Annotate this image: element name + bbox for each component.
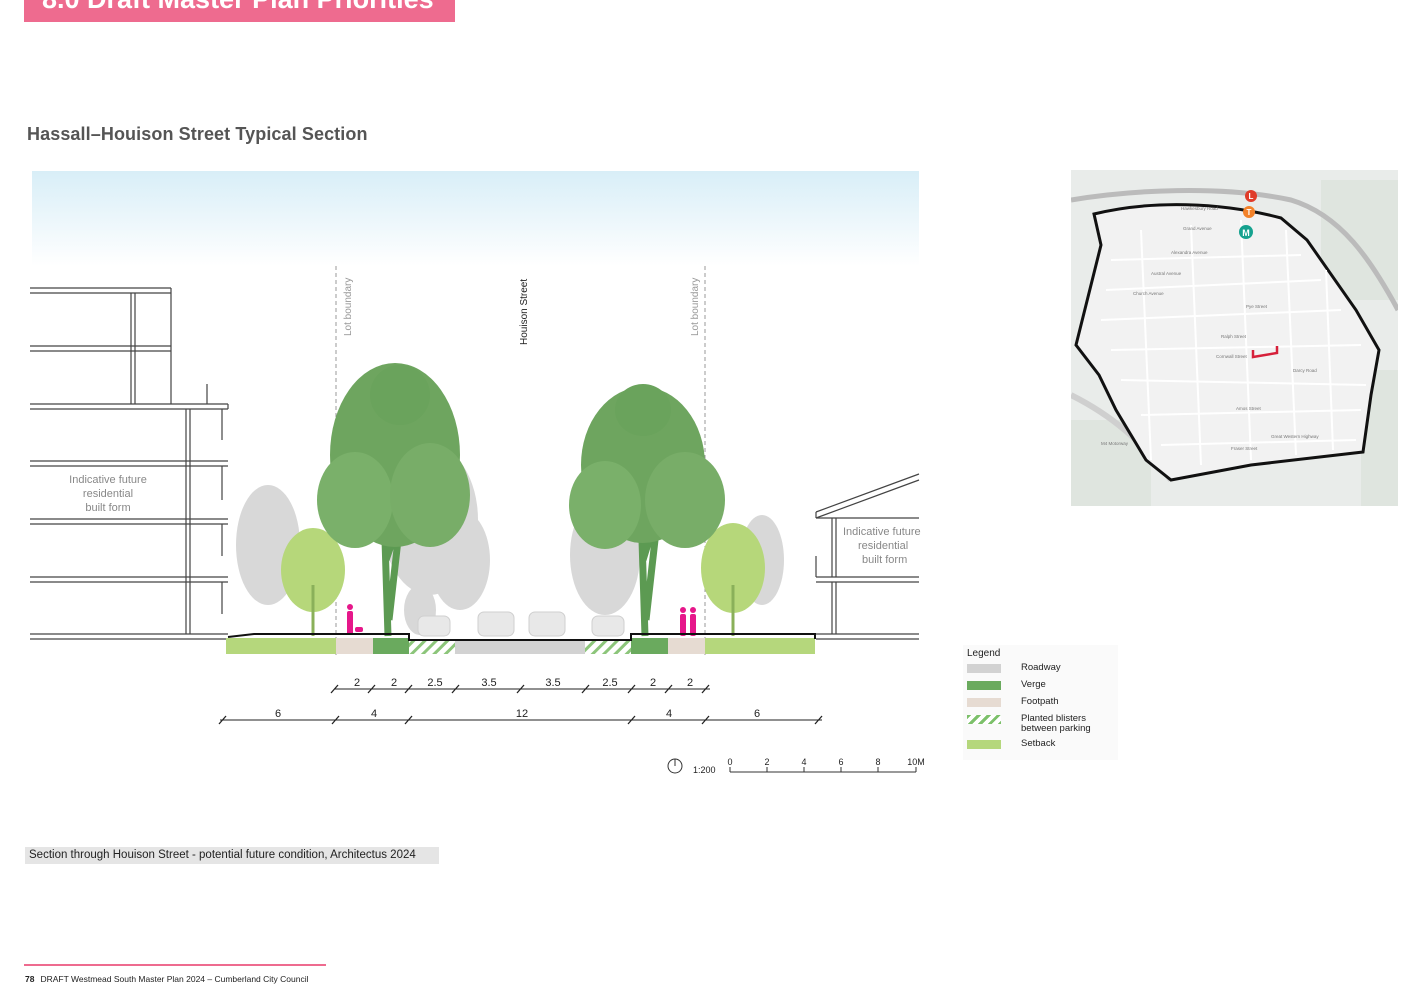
legend-item-roadway: Roadway [967,663,1117,677]
dim-top-5: 3.5 [545,677,560,689]
section-location-marker [1251,346,1279,359]
left-building-label-1: Indicative future [69,474,147,486]
scale-tick-0: 0 [727,757,732,767]
dim-top-3: 2.5 [427,677,442,689]
left-building-label-2: residential [83,488,133,500]
setback-trees [281,523,765,636]
scale-tick-2: 2 [764,757,769,767]
svg-text:Austral Avenue: Austral Avenue [1151,271,1182,276]
page-footer: 78 DRAFT Westmead South Master Plan 2024 … [25,974,309,984]
dim-bottom-3: 12 [516,708,528,720]
legend-item-footpath: Footpath [967,697,1117,711]
north-arrow-icon [667,758,683,774]
figure-caption: Section through Houison Street - potenti… [25,847,439,864]
dim-bottom-4: 4 [666,708,672,720]
footer-rule [24,964,326,966]
marker-t: T [1247,208,1252,217]
street-section-drawing: Indicative future residential built form… [30,171,921,725]
dim-bottom-5: 6 [754,708,760,720]
sky-band [32,171,919,266]
svg-text:Ralph Street: Ralph Street [1221,334,1247,339]
scale-ticks [729,767,917,772]
legend-label-verge: Verge [1021,679,1046,690]
page-number: 78 [25,974,35,984]
legend-label-roadway: Roadway [1021,662,1061,673]
legend-swatch-verge [967,681,1001,690]
legend-label-planted-blisters: Planted blisters between parking [1021,713,1091,734]
dimension-lines [220,688,822,721]
left-building [30,287,229,640]
legend-swatch-footpath [967,698,1001,707]
legend-swatch-planted-blisters [967,715,1001,724]
scale-ratio: 1:200 [693,765,716,775]
dim-top-7: 2 [650,677,656,689]
key-map: Hawkesbury Road Grand Avenue Alexandra A… [1071,170,1398,506]
dimension-ticks-bottom [218,715,823,725]
dim-top-6: 2.5 [602,677,617,689]
dim-bottom-2: 4 [371,708,377,720]
keymap-streets [1100,219,1367,466]
svg-text:M4 Motorway: M4 Motorway [1101,441,1129,446]
legend-swatch-setback [967,740,1001,749]
scale-tick-10: 10M [907,757,925,767]
dim-top-2: 2 [391,677,397,689]
scale-bar: 1:200 0 2 4 6 8 10M [667,757,925,775]
page-title: Hassall–Houison Street Typical Section [27,124,368,144]
scale-tick-4: 4 [801,757,806,767]
legend-label-setback: Setback [1021,738,1056,749]
lot-boundary-label-left: Lot boundary [343,278,354,336]
svg-text:Darcy Road: Darcy Road [1293,368,1317,373]
parked-cars [417,611,625,637]
svg-text:Church Avenue: Church Avenue [1133,291,1164,296]
dim-top-8: 2 [687,677,693,689]
legend-label-footpath: Footpath [1021,696,1059,707]
legend-item-setback: Setback [967,739,1117,753]
right-building [815,473,920,640]
railway-line [1071,188,1398,312]
marker-l: L [1249,192,1254,201]
right-building-label-3: built form [862,554,907,566]
footer-text: DRAFT Westmead South Master Plan 2024 – … [40,974,309,984]
section-header-banner: 8.0 Draft Master Plan Priorities [24,0,455,22]
street-tree-right [569,384,725,637]
train-marker: T [1243,206,1255,218]
svg-text:Cornwall Street: Cornwall Street [1216,354,1248,359]
street-tree-left [317,363,470,637]
svg-text:Alexandra Avenue: Alexandra Avenue [1171,250,1208,255]
dimension-labels-top: 2 2 2.5 3.5 3.5 2.5 2 2 [354,677,693,689]
legend: Legend Roadway Verge Footpath Planted bl… [963,645,1118,760]
svg-text:Pye Street: Pye Street [1246,304,1268,309]
street-name-label: Houison Street [519,279,530,345]
dimension-ticks-top [330,684,710,694]
svg-text:Amos Street: Amos Street [1236,406,1262,411]
marker-m: M [1242,228,1250,238]
scale-tick-8: 8 [875,757,880,767]
pedestrians [347,604,696,636]
light-rail-marker: L [1245,190,1257,202]
section-header-title: 8.0 Draft Master Plan Priorities [42,0,434,14]
svg-text:Great Western Highway: Great Western Highway [1271,434,1319,439]
legend-item-verge: Verge [967,680,1117,694]
ground-bands [226,638,815,654]
lot-boundary-label-right: Lot boundary [690,278,701,336]
svg-text:Grand Avenue: Grand Avenue [1183,226,1212,231]
keymap-street-labels: Hawkesbury Road Grand Avenue Alexandra A… [1101,206,1319,451]
right-building-label-2: residential [858,540,908,552]
right-building-label-1: Indicative future [843,526,921,538]
ground-line [227,633,816,641]
legend-item-planted-blisters: Planted blisters between parking [967,714,1117,736]
scale-tick-6: 6 [838,757,843,767]
dim-top-4: 3.5 [481,677,496,689]
legend-title: Legend [967,648,1001,659]
dimension-labels-bottom: 6 4 12 4 6 [275,708,760,720]
legend-swatch-roadway [967,664,1001,673]
left-building-label-3: built form [85,502,130,514]
svg-text:Fraser Street: Fraser Street [1231,446,1258,451]
dim-bottom-1: 6 [275,708,281,720]
svg-text:Hawkesbury Road: Hawkesbury Road [1181,206,1218,211]
dim-top-1: 2 [354,677,360,689]
metro-marker: M [1239,225,1253,239]
